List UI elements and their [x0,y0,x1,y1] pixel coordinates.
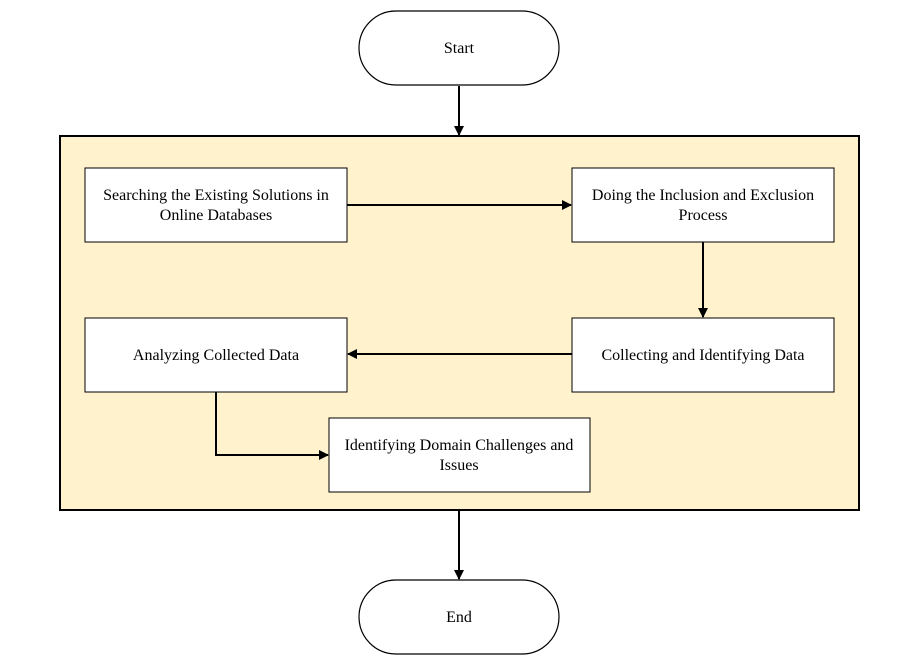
step-collecting-data: Collecting and Identifying Data [571,317,835,393]
arrow-analyze-to-identify [215,392,329,460]
step-search-line-1: Searching the Existing Solutions in [103,187,329,204]
start-terminal: Start [358,10,560,86]
end-terminal: End [358,579,560,655]
step-inclusion-line-2: Process [679,207,728,224]
step-inclusion-line-1: Doing the Inclusion and Exclusion [592,187,814,204]
step-identify-line-2: Issues [439,457,478,474]
step-inclusion-exclusion: Doing the Inclusion and Exclusion Proces… [571,167,835,243]
step-identifying-challenges: Identifying Domain Challenges and Issues [328,417,591,493]
step-analyze-line-1: Analyzing Collected Data [133,347,299,364]
step-search-line-2: Online Databases [160,207,272,224]
step-analyzing-data: Analyzing Collected Data [84,317,348,393]
step-search-existing-solutions: Searching the Existing Solutions in Onli… [84,167,348,243]
step-collect-line-1: Collecting and Identifying Data [601,347,804,364]
step-identify-line-1: Identifying Domain Challenges and [345,437,574,454]
start-label: Start [444,40,475,57]
end-label: End [446,609,472,626]
